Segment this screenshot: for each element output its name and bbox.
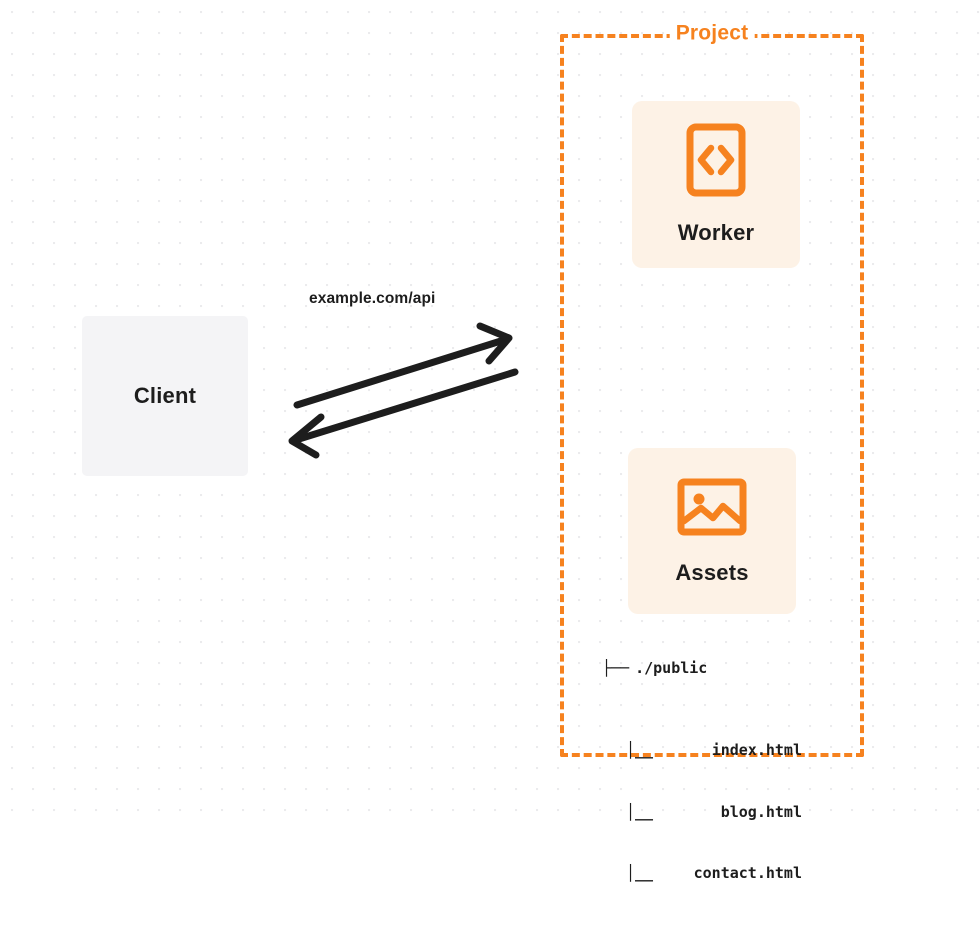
connector-label: example.com/api	[309, 290, 436, 307]
file-tree-branch: │__	[626, 802, 654, 821]
file-tree-root-row: ├── ./public	[602, 658, 802, 679]
file-tree-item: │__ index.html	[602, 740, 802, 761]
request-arrow	[293, 322, 513, 409]
diagram-canvas: Client example.com/api Project	[0, 0, 980, 882]
file-tree-branch: │__	[626, 741, 654, 759]
assets-node-label: Assets	[675, 559, 749, 585]
file-tree-item-name: index.html	[711, 741, 802, 759]
assets-node[interactable]: Assets	[628, 448, 796, 614]
project-title: Project	[669, 21, 755, 46]
worker-node[interactable]: Worker	[632, 101, 800, 268]
code-brackets-icon	[686, 123, 746, 202]
file-tree-root-name: ./public	[635, 659, 708, 677]
file-tree-root-connector: ├──	[602, 659, 630, 677]
response-arrow	[288, 368, 519, 459]
project-container: Project	[560, 21, 864, 757]
file-tree-item-name: contact.html	[693, 864, 802, 882]
client-node[interactable]: Client	[82, 316, 248, 476]
file-tree-item: │__ contact.html	[602, 863, 802, 884]
file-tree-children: │__ index.html │__ blog.html │__ contact.ht…	[602, 721, 802, 924]
client-node-label: Client	[133, 383, 197, 408]
file-tree-item-name: blog.html	[720, 802, 802, 821]
image-icon	[677, 477, 747, 542]
file-tree-item: │__ blog.html	[602, 802, 802, 823]
file-tree: ├── ./public │__ index.html │__ blog.html │…	[602, 617, 802, 945]
worker-node-label: Worker	[677, 220, 755, 245]
file-tree-branch: │__	[626, 864, 654, 882]
